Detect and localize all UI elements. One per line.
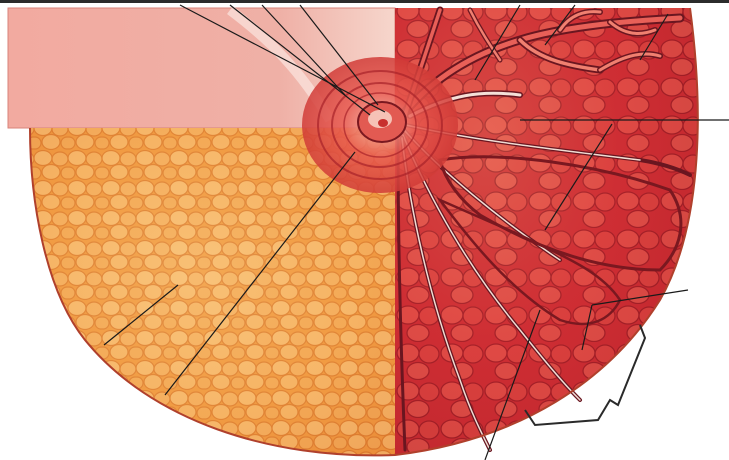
nipple bbox=[358, 102, 406, 142]
